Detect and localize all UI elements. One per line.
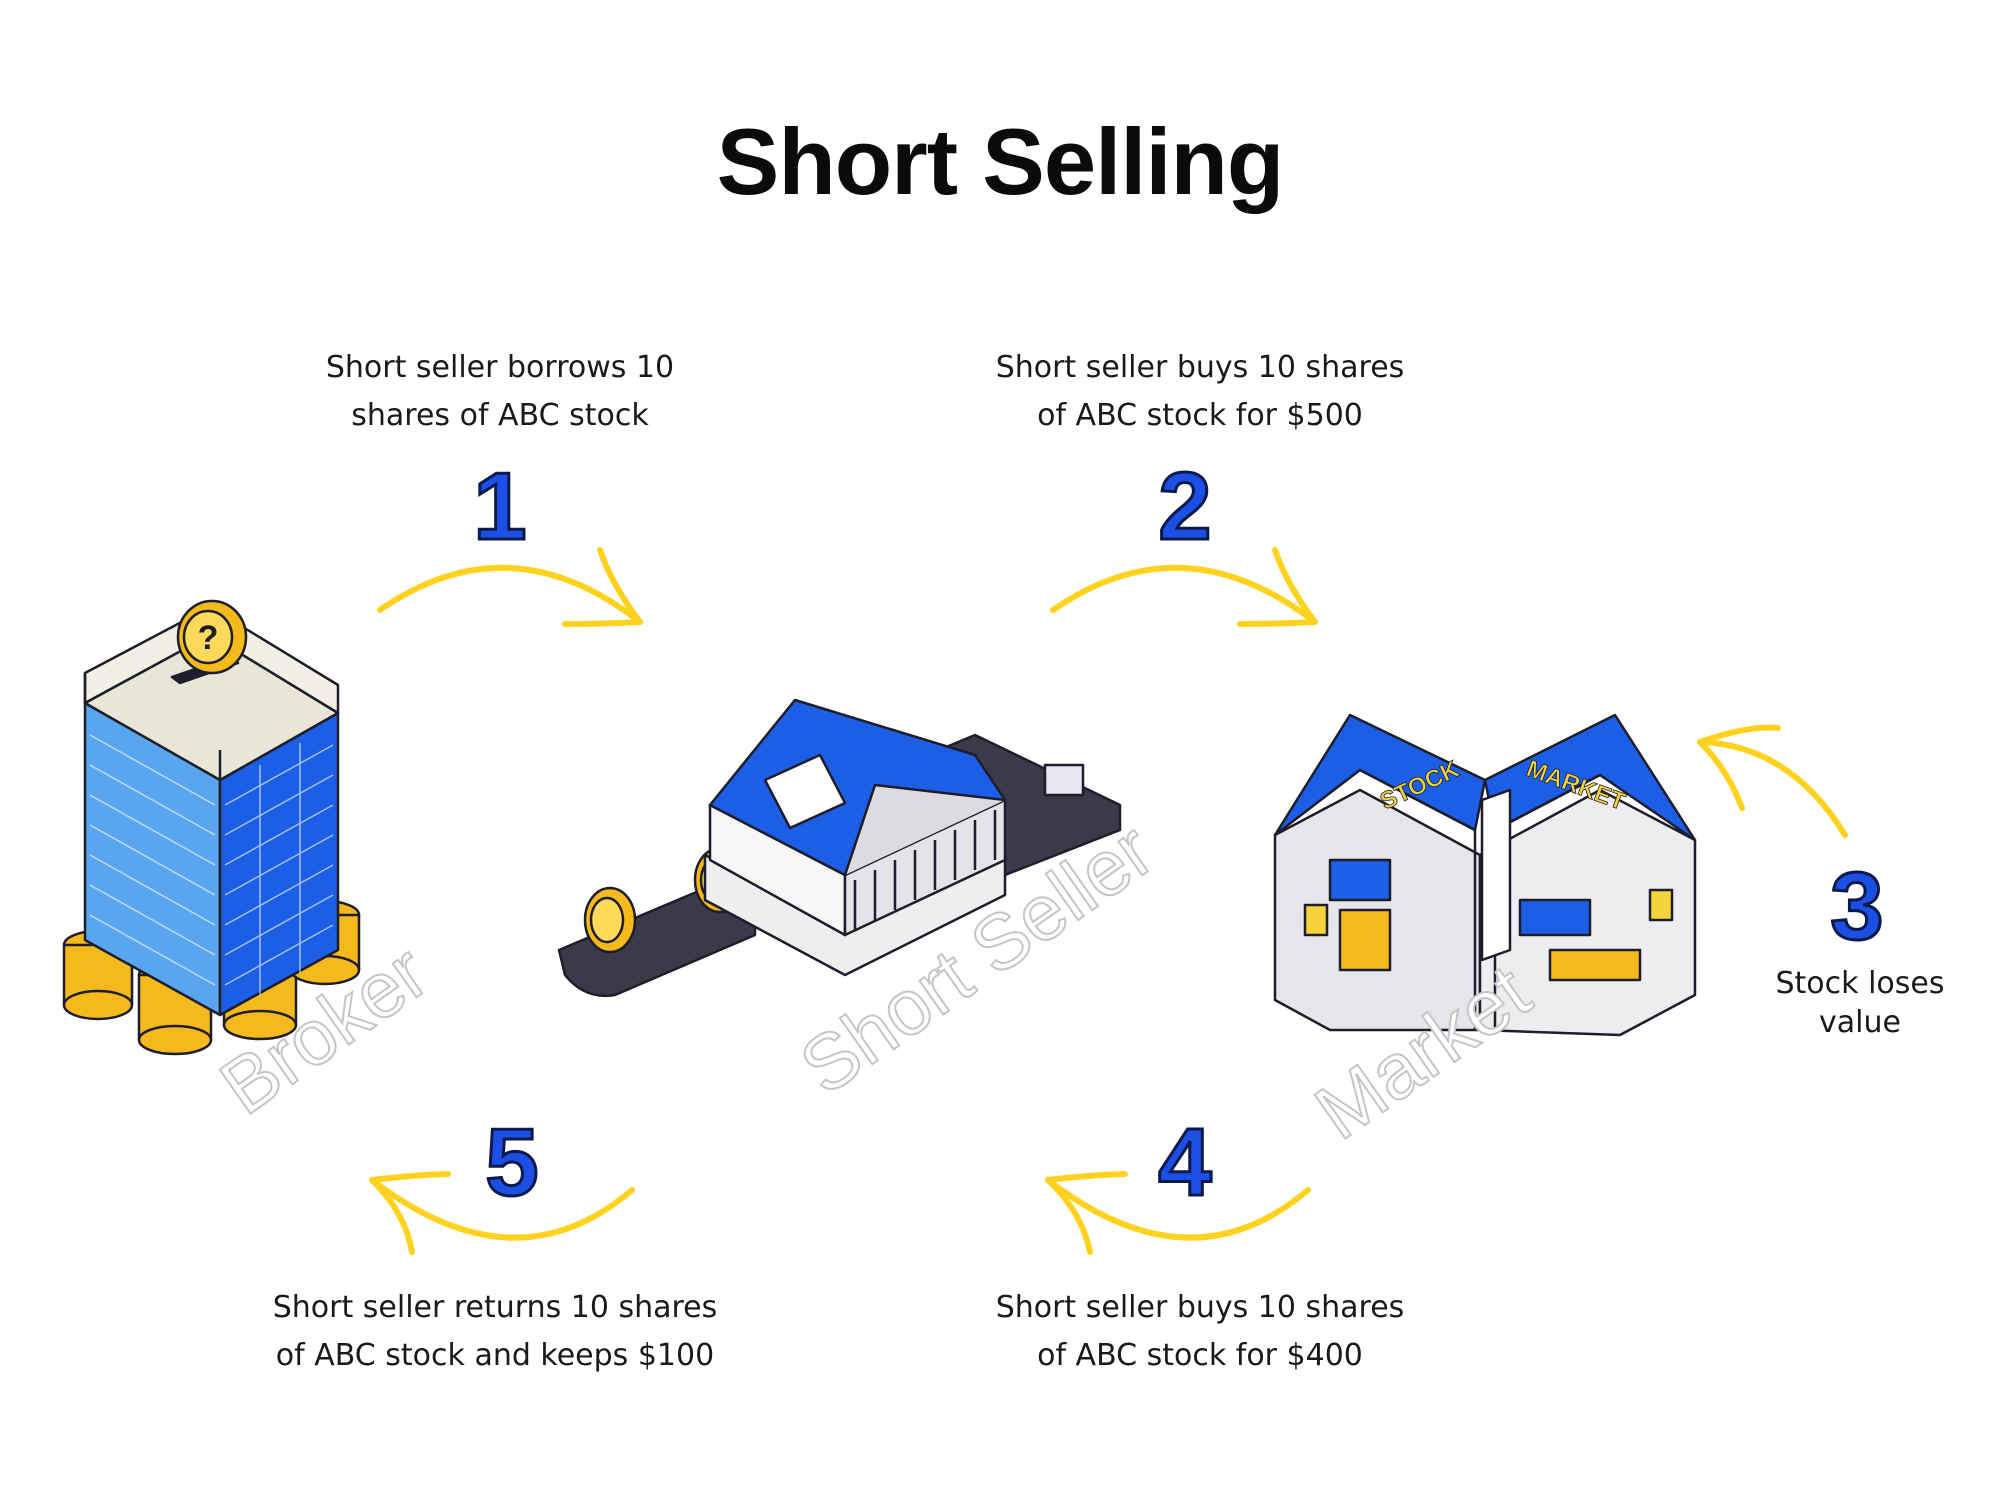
- step-1-caption-line-2: shares of ABC stock: [351, 398, 649, 433]
- step-1-number: 1: [472, 452, 528, 562]
- market-left-roof: [1273, 713, 1487, 837]
- arrow-5-icon: [369, 1171, 635, 1255]
- short-seller-bank-illustration: [557, 698, 1122, 998]
- arrow-2-icon: [1050, 547, 1318, 627]
- arrow-4-icon: [1045, 1171, 1311, 1255]
- step-4-caption-line-2: of ABC stock for $400: [1037, 1338, 1363, 1373]
- step-5-caption-line-2: of ABC stock and keeps $100: [275, 1338, 715, 1373]
- step-3-number: 3: [1829, 852, 1885, 962]
- step-5-number: 5: [484, 1108, 540, 1218]
- step-2-number: 2: [1157, 452, 1213, 562]
- arrow-3-icon: [1697, 724, 1848, 838]
- step-4-caption: Short seller buys 10 shares of ABC stock…: [975, 1284, 1425, 1380]
- step-1-caption: Short seller borrows 10 shares of ABC st…: [300, 344, 700, 440]
- step-5-caption: Short seller returns 10 shares of ABC st…: [260, 1284, 730, 1380]
- step-2-caption-line-2: of ABC stock for $500: [1037, 398, 1363, 433]
- question-coin-icon: ?: [176, 599, 248, 675]
- step-1-caption-line-1: Short seller borrows 10: [325, 350, 675, 385]
- step-4-caption-line-1: Short seller buys 10 shares: [995, 1290, 1405, 1325]
- step-3-caption-line-2: value: [1819, 1005, 1901, 1040]
- stock-card-icon: [763, 753, 1085, 830]
- page-title: Short Selling: [716, 109, 1285, 214]
- arrow-1-icon: [377, 547, 643, 627]
- step-3-caption: Stock loses value: [1740, 964, 1980, 1042]
- step-4-number: 4: [1157, 1108, 1213, 1218]
- step-3-caption-line-1: Stock loses: [1775, 966, 1945, 1001]
- broker-building-illustration: ?: [62, 599, 361, 1056]
- step-2-caption-line-1: Short seller buys 10 shares: [995, 350, 1405, 385]
- step-2-caption: Short seller buys 10 shares of ABC stock…: [975, 344, 1425, 440]
- svg-text:?: ?: [198, 619, 219, 657]
- step-5-caption-line-1: Short seller returns 10 shares: [272, 1290, 718, 1325]
- stock-market-building-illustration: STOCK MARKET: [1273, 713, 1697, 1037]
